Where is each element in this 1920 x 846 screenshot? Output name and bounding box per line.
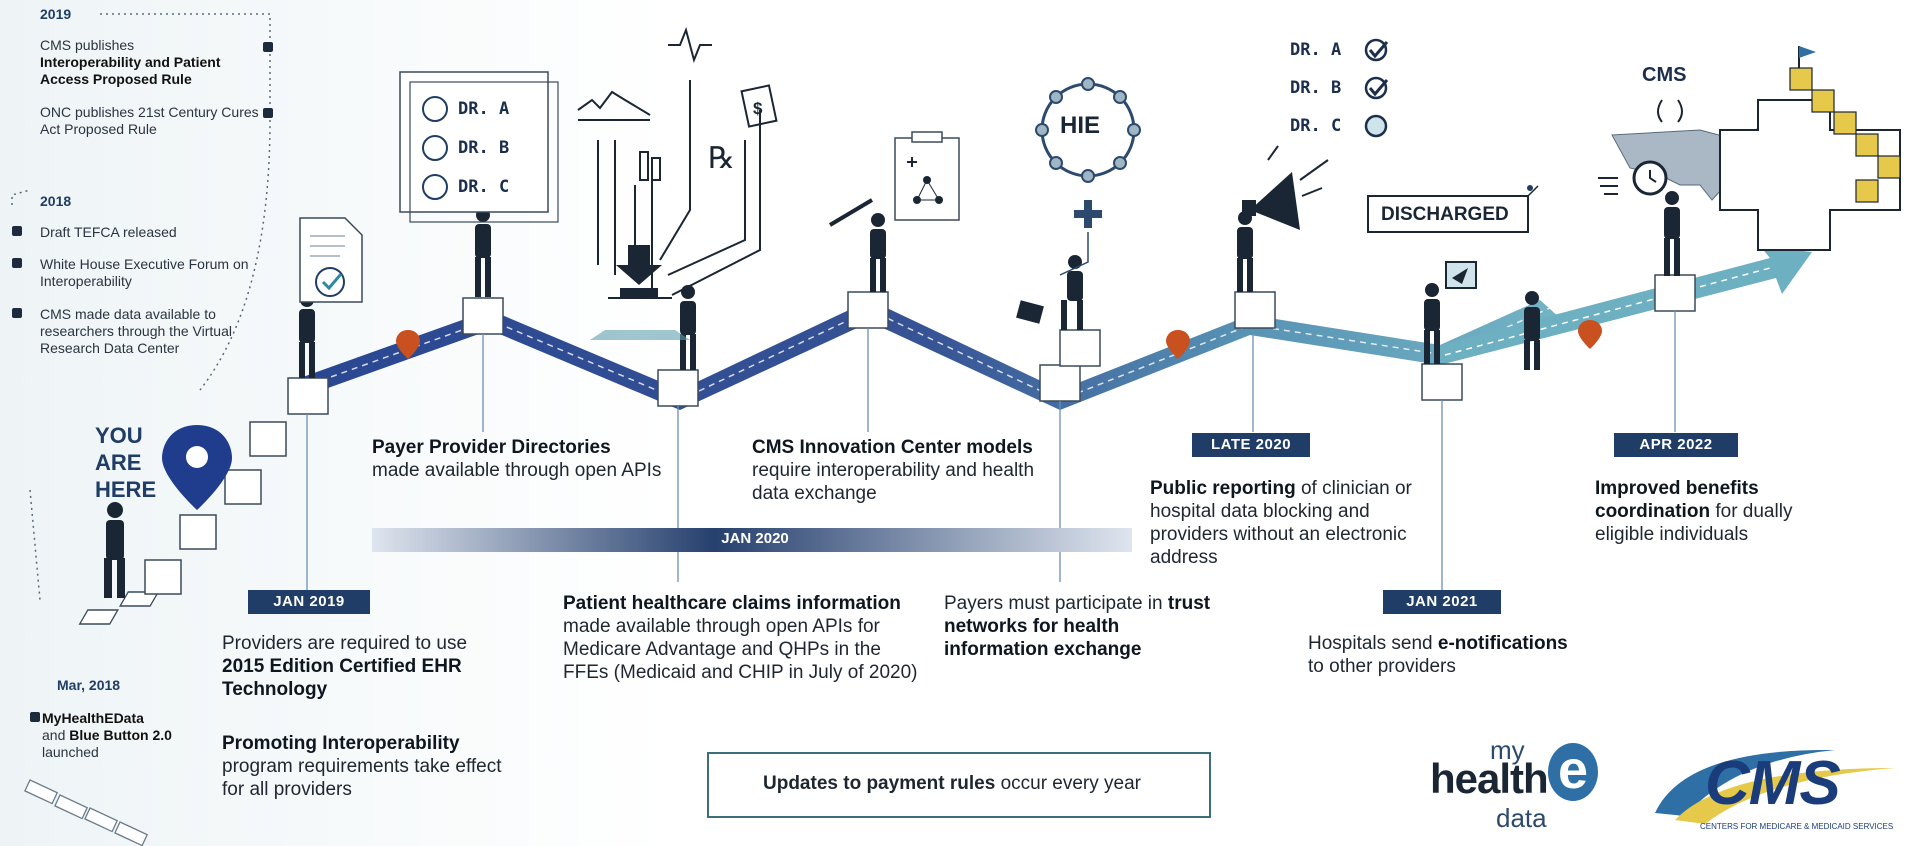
date-jan-2019: JAN 2019	[248, 590, 370, 614]
stair-steps	[78, 421, 287, 625]
milestone-benefits-coordination: Improved benefits coordination for duall…	[1595, 478, 1793, 545]
milestone-trust-networks: Payers must participate in trust network…	[944, 593, 1211, 660]
date-apr-2022: APR 2022	[1614, 433, 1738, 457]
megaphone-icon	[1242, 145, 1329, 230]
you-are-here-pin	[162, 425, 232, 510]
timeline-dot	[263, 42, 273, 52]
timeline-dot	[12, 226, 22, 236]
sidebar-item-2019-a: CMS publishes Interoperability and Patie…	[40, 37, 221, 87]
timeline-dot	[12, 308, 22, 318]
svg-text:$: $	[753, 99, 763, 118]
milestone-certified-ehr: Providers are required to use 2015 Editi…	[222, 633, 468, 700]
person-figure	[104, 502, 125, 598]
payment-pin	[1578, 320, 1602, 349]
dr-check-c-label: DR. C	[1290, 116, 1342, 136]
sidebar-item-2018-a: Draft TEFCA released	[40, 224, 177, 240]
download-icon	[590, 245, 690, 340]
milestone-innovation-center: CMS Innovation Center models require int…	[752, 437, 1035, 504]
jan2020-bar	[372, 528, 1132, 552]
year-mar-2018: Mar, 2018	[57, 677, 121, 693]
hospital-cross-icon	[1719, 46, 1901, 251]
date-late-2020: LATE 2020	[1192, 433, 1310, 457]
dr-b-label: DR. B	[458, 138, 510, 158]
you-are-here-label: YOU ARE HERE	[95, 423, 157, 502]
provider-directory-card	[399, 71, 559, 223]
sidebar-item-mar-2018: MyHealthEData and Blue Button 2.0 launch…	[42, 710, 172, 760]
milestone-claims-information: Patient healthcare claims information ma…	[563, 593, 918, 683]
cms-logo: CMS CENTERS FOR MEDICARE & MEDICAID SERV…	[1645, 738, 1915, 838]
payment-pin	[1166, 330, 1190, 359]
timeline-dot	[263, 108, 273, 118]
timeline-arrow	[1440, 246, 1812, 365]
year-2019: 2019	[40, 6, 72, 22]
hie-label: HIE	[1060, 112, 1101, 139]
dr-a-label: DR. A	[458, 99, 510, 119]
dr-c-label: DR. C	[458, 177, 510, 197]
sidebar-item-2018-b: White House Executive Forum on Interoper…	[40, 256, 249, 289]
myhealthedata-logo: my health e data	[1430, 735, 1598, 845]
dr-check-b-label: DR. B	[1290, 78, 1342, 98]
document-check-icon	[299, 217, 363, 303]
payment-pin	[396, 330, 420, 359]
svg-text:℞: ℞	[708, 142, 735, 175]
date-jan-2021: JAN 2021	[1383, 590, 1501, 614]
discharged-sign	[1367, 185, 1539, 289]
hie-network-icon	[1016, 77, 1141, 324]
pedestals	[287, 274, 1696, 415]
sidebar-item-2018-c: CMS made data available to researchers t…	[40, 306, 232, 356]
legend-box: Updates to payment rules occur every yea…	[707, 752, 1211, 818]
dr-check-a-label: DR. A	[1290, 40, 1342, 60]
date-jan-2020: JAN 2020	[721, 530, 789, 547]
discharged-label: DISCHARGED	[1381, 204, 1509, 225]
year-2018: 2018	[40, 193, 72, 209]
checklist-icons	[1364, 38, 1389, 138]
legend-text: Updates to payment rules occur every yea…	[763, 773, 1142, 794]
milestone-public-reporting: Public reporting of clinician or hospita…	[1150, 478, 1412, 568]
cms-map-label: CMS	[1642, 64, 1687, 86]
timeline-dot	[12, 258, 22, 268]
timeline-dot	[30, 712, 40, 722]
clipboard-icon	[828, 131, 960, 227]
health-data-icons	[577, 26, 778, 296]
sidebar-item-2019-b: ONC publishes 21st Century Cures Act Pro…	[40, 104, 259, 137]
